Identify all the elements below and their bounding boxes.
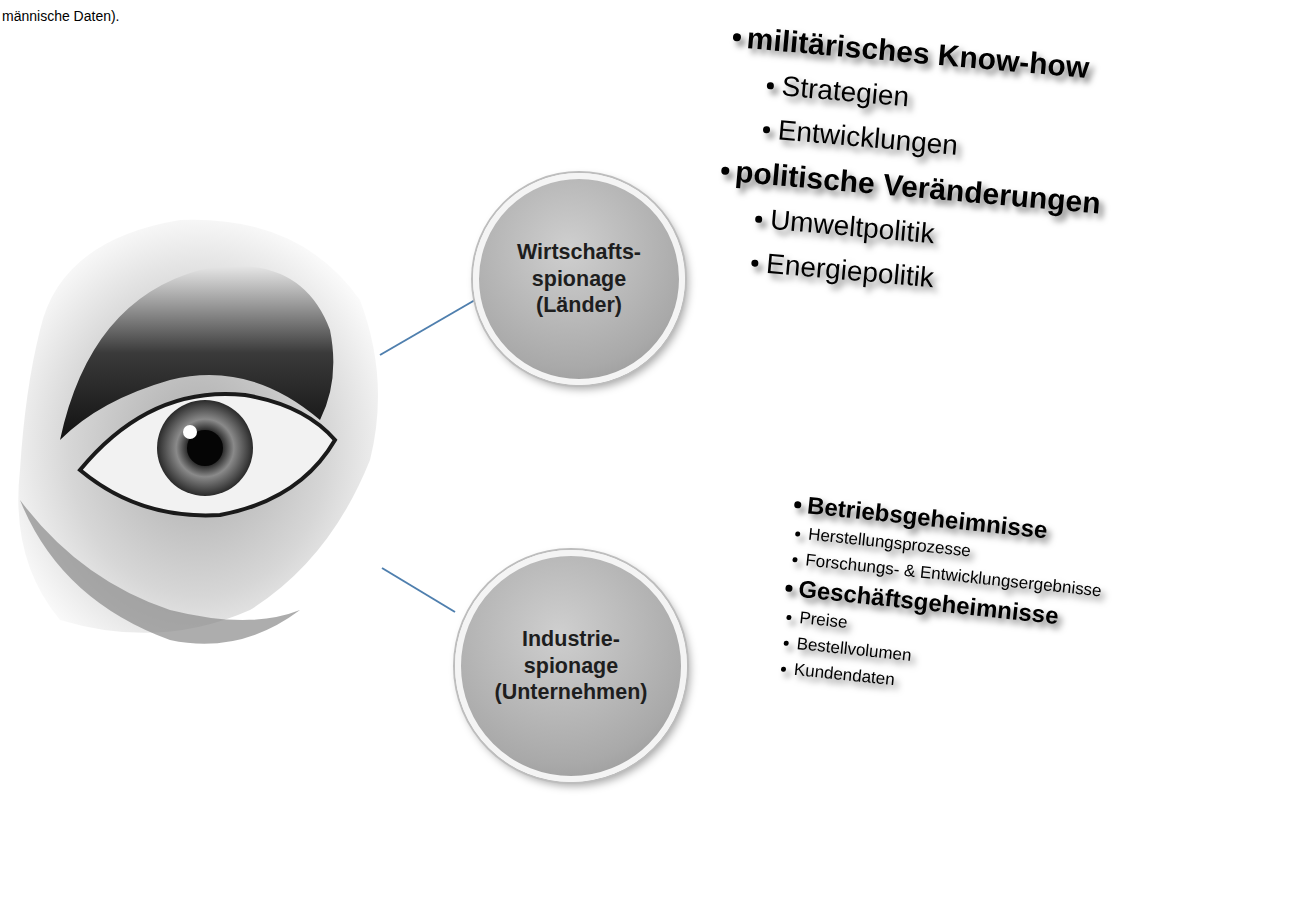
bullet-dot [795,531,800,536]
panel-list: militärisches Know-howStrategienEntwickl… [712,14,1115,314]
bullet-dot [784,640,789,645]
list-item: Energiepolitik [712,237,1095,314]
bullet-dot [794,500,802,508]
item-text: Kundendaten [793,660,896,690]
topic-circle: Wirtschafts- spionage (Länder) [473,173,685,385]
bullet-dot [786,614,791,619]
item-text: Preise [798,608,848,633]
item-text: Strategien [780,70,910,113]
bullet-dot [792,557,797,562]
topic-circle: Industrie- spionage (Unternehmen) [455,550,687,782]
bullet-dot [721,166,730,175]
bullet-dot [733,33,742,42]
item-text: Entwicklungen [777,114,960,162]
circle-label: Wirtschafts- spionage (Länder) [479,239,679,320]
bullet-dot [763,125,771,133]
bullet-dot [751,259,759,267]
item-text: Umweltpolitik [769,204,936,250]
bullet-dot [755,215,763,223]
note-text: männische Daten). [2,8,120,24]
bullet-dot [785,584,793,592]
bullet-dot [767,82,775,90]
circle-label: Industrie- spionage (Unternehmen) [461,626,681,707]
bullet-dot [781,666,786,671]
list-item: Kundendaten [776,655,1092,714]
panel-list: BetriebsgeheimnisseHerstellungsprozesseF… [776,488,1109,714]
item-text: Energiepolitik [765,248,935,295]
